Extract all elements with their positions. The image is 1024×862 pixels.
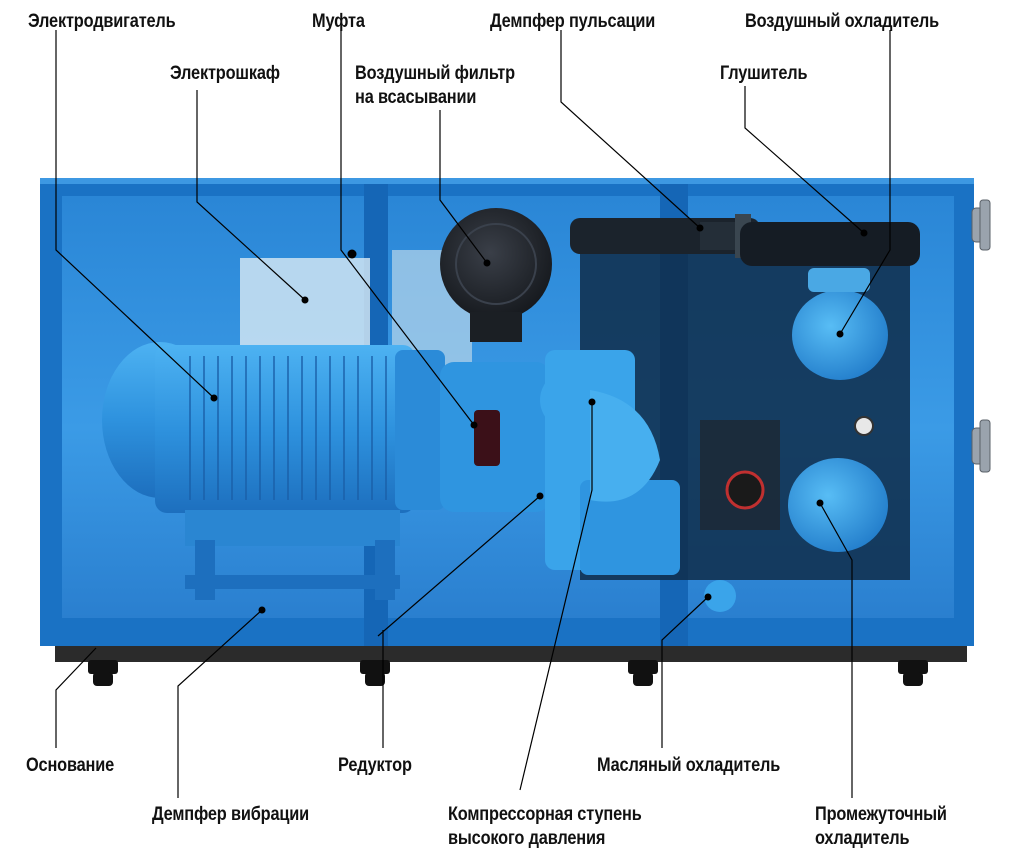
label-electric-motor: Электродвигатель (28, 11, 176, 32)
label-gearbox: Редуктор (338, 755, 412, 776)
label-base: Основание (26, 755, 115, 776)
label-hp-stage-line1: Компрессорная ступень (448, 804, 642, 825)
feet (88, 660, 928, 686)
gearbox (540, 350, 680, 575)
label-air-filter-line1: Воздушный фильтр (355, 63, 515, 84)
label-coupling: Муфта (312, 11, 365, 32)
motor-stand (185, 510, 400, 600)
label-pulsation-damper: Демпфер пульсации (490, 11, 656, 32)
label-air-cooler: Воздушный охладитель (745, 11, 939, 32)
label-hp-stage-line2: высокого давления (448, 828, 606, 849)
oil-cooler (700, 420, 780, 612)
label-oil-cooler: Масляный охладитель (597, 755, 781, 776)
label-intercooler-line2: охладитель (815, 828, 910, 849)
label-vibration-damper: Демпфер вибрации (152, 804, 310, 825)
outlet-flanges (971, 199, 991, 473)
pulsation-damper (570, 214, 760, 258)
coupling (440, 362, 550, 512)
silencer (740, 222, 920, 266)
pressure-gauge (854, 416, 874, 436)
air-filter (440, 208, 552, 342)
leader-lines (55, 30, 891, 798)
intercooler (788, 458, 888, 552)
label-air-filter-line2: на всасывании (355, 87, 477, 108)
label-intercooler-line1: Промежуточный (815, 804, 947, 825)
label-silencer: Глушитель (720, 63, 808, 84)
electric-motor (102, 342, 445, 513)
label-electrical-cabinet: Электрошкаф (170, 63, 280, 84)
leader-dots (210, 224, 868, 614)
